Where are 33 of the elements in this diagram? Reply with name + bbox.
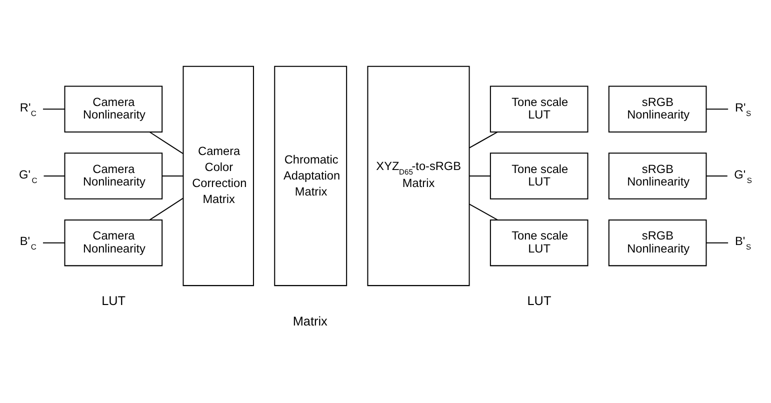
node-box: Camera Nonlinearity xyxy=(64,218,163,266)
connector xyxy=(44,174,65,176)
node-box: Camera Nonlinearity xyxy=(64,152,163,199)
node-text: B'$_{S}$ xyxy=(735,234,752,252)
node-box: Chromatic Adaptation Matrix xyxy=(274,65,348,286)
connector xyxy=(469,203,498,220)
node-text: G'$_{C}$ xyxy=(19,166,38,184)
node-box: Camera Color Correction Matrix xyxy=(182,65,254,286)
connector xyxy=(706,108,728,110)
node-box: sRGB Nonlinearity xyxy=(608,152,707,199)
node-box: Camera Nonlinearity xyxy=(64,85,163,132)
node-text: G'$_{S}$ xyxy=(734,166,752,184)
label: LUT xyxy=(102,294,126,308)
node-text: B'$_{C}$ xyxy=(20,234,36,252)
connector xyxy=(706,242,728,243)
connector xyxy=(469,174,490,176)
node-box: Tone scale LUT xyxy=(490,85,588,132)
node-box: sRGB Nonlinearity xyxy=(608,218,707,266)
node-box: XYZ$_{D65}$-to-sRGB Matrix xyxy=(367,65,470,286)
connector xyxy=(706,174,728,176)
node-text: R'$_{C}$ xyxy=(20,100,36,118)
connector xyxy=(469,131,498,148)
connector xyxy=(43,108,65,110)
connector xyxy=(150,131,184,154)
label: Matrix xyxy=(292,314,328,328)
connector xyxy=(150,197,184,220)
node-text: R'$_{S}$ xyxy=(735,100,752,118)
node-box: Tone scale LUT xyxy=(490,218,588,266)
connector xyxy=(43,242,65,243)
node-box: sRGB Nonlinearity xyxy=(608,85,707,132)
label: LUT xyxy=(527,294,552,308)
node-box: Tone scale LUT xyxy=(490,152,588,199)
connector xyxy=(162,174,184,176)
